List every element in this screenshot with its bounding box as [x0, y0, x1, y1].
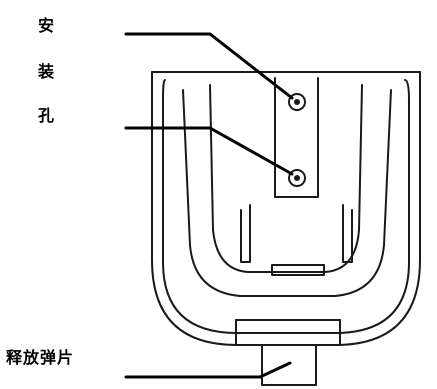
inner-cradle	[182, 89, 392, 297]
mounting-hole-label-char-1: 安	[38, 16, 55, 35]
inner-cavity	[209, 84, 363, 273]
release-tab-label: 释放弹片	[6, 348, 75, 367]
mounting-plate	[274, 77, 319, 198]
upper-mounting-hole-center	[294, 99, 300, 105]
leader-line-upper-hole	[124, 32, 294, 100]
outer-shell	[151, 71, 421, 346]
mounting-hole-label-char-3: 孔	[38, 106, 55, 125]
lower-mounting-hole-center	[294, 175, 300, 181]
inner-bottom-tab	[271, 264, 325, 276]
mounting-hole-label-char-2: 装	[38, 62, 55, 81]
release-tab-outline	[261, 344, 317, 386]
right-guide-slot	[342, 204, 353, 263]
bottom-channel	[235, 319, 341, 346]
inner-wall-outline	[162, 79, 410, 334]
leader-line-lower-hole	[124, 126, 294, 176]
leader-line-release-tab	[124, 361, 292, 379]
left-guide-slot	[240, 204, 251, 263]
